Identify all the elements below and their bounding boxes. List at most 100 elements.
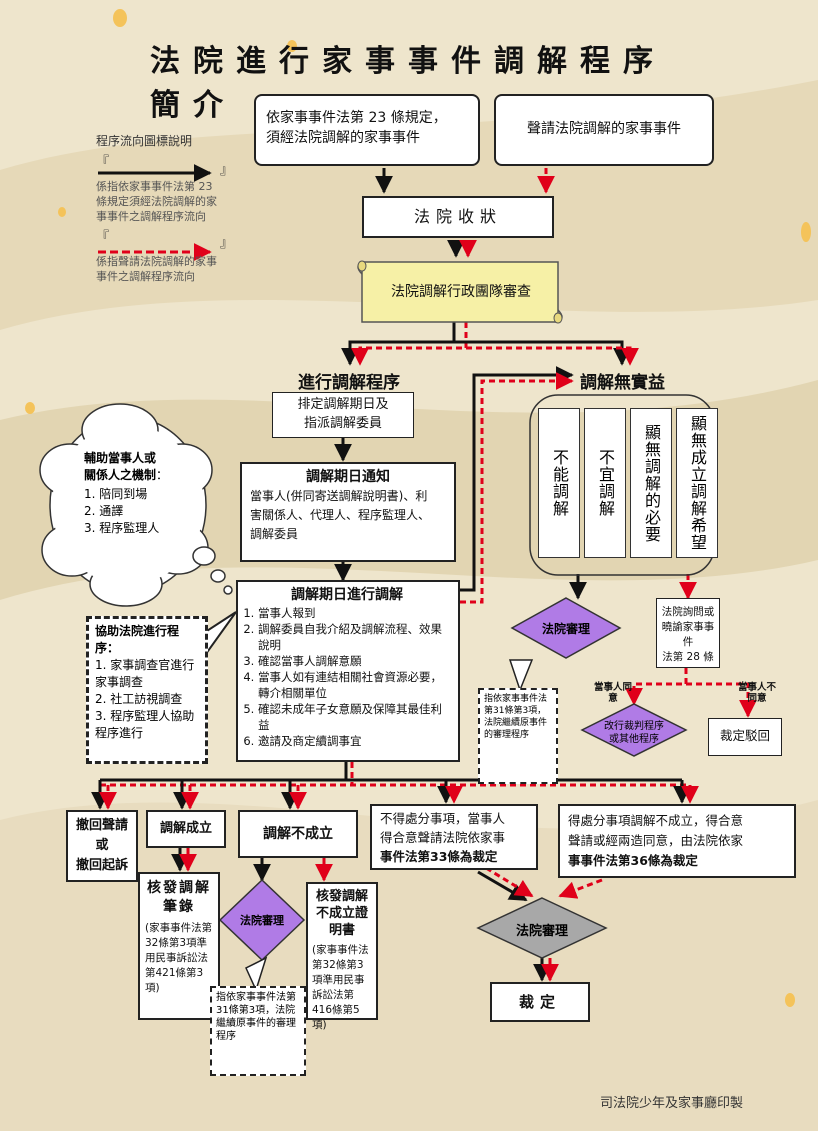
legend-black-desc-2: 條規定須經法院調解的家 <box>96 195 217 208</box>
mandatory-mediation-box: 依家事事件法第 23 條規定， 須經法院調解的家事事件 <box>254 94 480 166</box>
footer-credit: 司法院少年及家事廳印製 <box>600 1096 744 1111</box>
court-ask-line-1: 法院詢問或 <box>661 606 715 618</box>
assist-item-3: 3. 程序監理人 <box>84 521 160 535</box>
court-assist-box: 協助法院進行程 序： 1. 家事調查官進行家事調查 2. 社工訪視調查 3. 程… <box>86 616 208 764</box>
art36-line-1: 得處分事項調解不成立，得合意 <box>568 813 744 828</box>
fail-cert-body: (家事事件法第32條第3項準用民事訴訟法第416條第5項) <box>312 944 369 1031</box>
assist-item-2: 2. 通譯 <box>84 504 124 518</box>
court-assist-item-1: 1. 家事調查官進行家事調查 <box>95 658 195 689</box>
change-procedure-line-1: 改行裁判程序 <box>604 721 664 732</box>
court-review-diamond-right <box>510 597 622 659</box>
court-assist-item-3: 3. 程序監理人協助程序進行 <box>95 709 195 740</box>
admin-review-label: 法院調解行政團隊審查 <box>391 284 531 300</box>
legend-open-mark-black: 『 <box>96 155 110 170</box>
session-step: 確認未成年子女意願及保障其最佳利益 <box>258 701 452 733</box>
court-review-label-right: 法院審理 <box>541 622 590 636</box>
ruling-box: 裁定 <box>490 982 590 1022</box>
session-step: 當事人報到 <box>258 605 452 621</box>
legend-heading: 程序流向圖標說明 <box>96 134 193 148</box>
dismiss-box: 裁定駁回 <box>708 718 782 756</box>
assist-title-2: 關係人之機制 <box>84 468 157 482</box>
art36-line-2: 聲請或經兩造同意，由法院依家 <box>568 833 744 848</box>
withdraw-line-3: 撤回起訴 <box>75 858 128 873</box>
party-disagree-label: 當事人不同意 <box>738 682 777 704</box>
assist-thought-cloud <box>39 403 233 607</box>
legend-close-mark-black: 』 <box>220 163 234 178</box>
withdraw-line-1: 撤回聲請 <box>75 818 128 833</box>
assist-item-1: 1. 陪同到場 <box>84 487 148 501</box>
no-benefit-header: 調解無實益 <box>580 373 665 393</box>
page-title: 法院進行家事事件調解程序簡介 <box>150 44 666 123</box>
mandatory-line-2: 須經法院調解的家事事件 <box>266 130 420 146</box>
court-receives-box: 法院收狀 <box>362 196 554 238</box>
fail-text: 調解不成立 <box>263 826 333 842</box>
legend-open-mark-red: 『 <box>96 230 110 245</box>
voluntary-text: 聲請法院調解的家事事件 <box>527 121 681 137</box>
legend-black-desc-1: 係指依家事事件法第 23 <box>96 180 213 193</box>
fail-cert-box: 核發調解不成立證明書 (家事事件法第32條第3項準用民事訴訟法第416條第5項) <box>306 882 378 1031</box>
reason-no-need: 顯無調解的必要 <box>630 408 672 558</box>
court-review-diamond-bottom <box>476 897 608 959</box>
session-step: 確認當事人調解意願 <box>258 653 452 669</box>
notice-line-1: 當事人(併同寄送調解說明書)、利 <box>250 489 428 503</box>
court-receives-text: 法院收狀 <box>413 207 502 226</box>
change-procedure-label: 改行裁判程序 或其他程序 <box>596 720 672 746</box>
art31-note-left: 指依家事事件法第31條第3項，法院繼續原事件的審理程序 <box>210 986 306 1076</box>
art33-box: 不得處分事項，當事人 得合意聲請法院依家事 事件法第33條為裁定 <box>370 804 538 870</box>
art33-line-3: 事件法第33條為裁定 <box>380 849 498 864</box>
notice-box: 調解期日通知 當事人(併同寄送調解說明書)、利 害關係人、代理人、程序監理人、 … <box>240 462 456 562</box>
court-assist-title-2: 序： <box>95 641 120 655</box>
record-box: 核發調解筆錄 (家事事件法第32條第3項準用民事訴訟法第421條第3項) <box>138 872 220 1020</box>
notice-line-2: 害關係人、代理人、程序監理人、 <box>250 508 431 522</box>
art36-box: 得處分事項調解不成立，得合意 聲請或經兩造同意，由法院依家 事事件法第36條為裁… <box>558 804 796 878</box>
schedule-box: 排定調解期日及 指派調解委員 <box>272 392 414 438</box>
voluntary-mediation-box: 聲請法院調解的家事事件 <box>494 94 714 166</box>
session-step: 調解委員自我介紹及調解流程、效果說明 <box>258 621 452 653</box>
legend-red-desc-2: 事件之調解程序流向 <box>96 270 195 283</box>
notice-title: 調解期日通知 <box>306 469 390 485</box>
session-title: 調解期日進行調解 <box>291 587 403 603</box>
court-assist-title-1: 協助法院進行程 <box>95 624 180 638</box>
art33-line-1: 不得處分事項，當事人 <box>380 811 506 826</box>
court-ask-box: 法院詢問或 曉諭家事事件 法第 28 條 <box>656 598 720 668</box>
notice-line-3: 調解委員 <box>250 527 299 541</box>
reason-no-hope: 顯無成立調解希望 <box>676 408 718 558</box>
art33-line-2: 得合意聲請法院依家事 <box>380 830 506 845</box>
session-steps: 當事人報到 調解委員自我介紹及調解流程、效果說明 確認當事人調解意願 當事人如有… <box>242 605 452 749</box>
reason-cannot-mediate: 不能調解 <box>538 408 580 558</box>
session-box: 調解期日進行調解 當事人報到 調解委員自我介紹及調解流程、效果說明 確認當事人調… <box>236 580 460 762</box>
fail-box: 調解不成立 <box>238 810 358 858</box>
art31-note-right: 指依家事事件法第31條第3項，法院繼續原事件的審理程序 <box>478 688 558 784</box>
mandatory-line-1: 依家事事件法第 23 條規定， <box>266 110 447 126</box>
success-box: 調解成立 <box>146 810 226 848</box>
court-review-label-left: 法院審理 <box>240 914 284 927</box>
legend-black-desc-3: 事事件之調解程序流向 <box>96 210 206 223</box>
assist-colon: ： <box>156 468 169 482</box>
change-procedure-diamond <box>580 703 688 757</box>
record-body: (家事事件法第32條第3項準用民事訴訟法第421條第3項) <box>145 922 213 994</box>
withdraw-line-2: 或 <box>95 838 109 853</box>
dismiss-text: 裁定駁回 <box>719 728 770 743</box>
assist-title-1: 輔助當事人或 <box>84 451 157 465</box>
success-text: 調解成立 <box>159 821 212 836</box>
court-assist-item-2: 2. 社工訪視調查 <box>95 692 183 706</box>
record-title: 核發調解筆錄 <box>147 880 211 915</box>
art36-line-3: 事事件法第36條為裁定 <box>568 853 698 868</box>
schedule-line-2: 指派調解委員 <box>303 416 382 431</box>
court-review-label-bottom: 法院審理 <box>515 924 568 939</box>
court-ask-line-2: 曉諭家事事件 <box>661 621 715 648</box>
schedule-line-1: 排定調解期日及 <box>297 397 389 412</box>
party-agree-label: 當事人同意 <box>594 682 633 704</box>
session-step: 當事人如有連結相關社會資源必要，轉介相關單位 <box>258 669 452 701</box>
withdraw-box: 撤回聲請 或 撤回起訴 <box>66 810 138 882</box>
court-ask-line-3: 法第 28 條 <box>662 651 714 663</box>
reason-unsuitable: 不宜調解 <box>584 408 626 558</box>
ruling-text: 裁定 <box>518 993 561 1011</box>
fail-cert-title: 核發調解不成立證明書 <box>315 889 368 938</box>
admin-review-scroll <box>357 260 563 324</box>
change-procedure-line-2: 或其他程序 <box>609 734 659 745</box>
assist-bubble-text: 輔助當事人或 關係人之機制： 1. 陪同到場 2. 通譯 3. 程序監理人 <box>84 450 188 537</box>
session-step: 邀請及商定續調事宜 <box>258 733 452 749</box>
legend: 程序流向圖標說明 『 』 係指依家事事件法第 23 條規定須經法院調解的家 事事… <box>96 134 266 284</box>
